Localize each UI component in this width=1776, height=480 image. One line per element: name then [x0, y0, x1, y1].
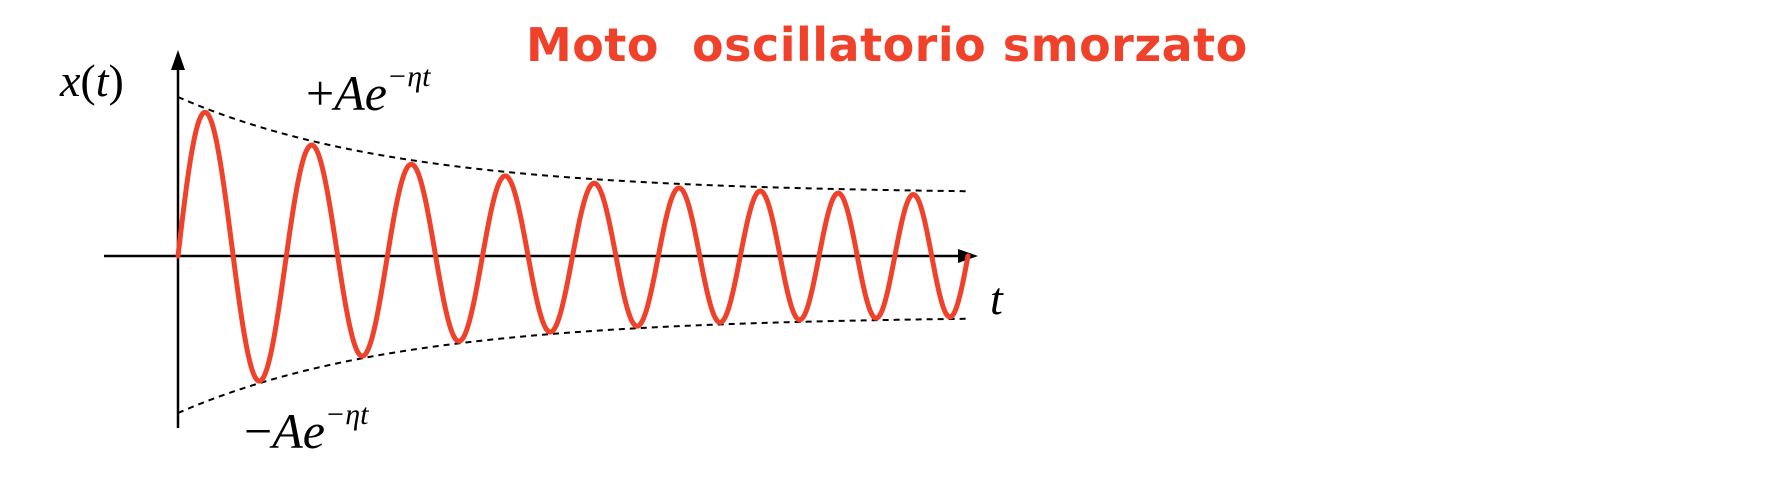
damped-oscillation-curve — [175, 109, 971, 384]
lower-envelope — [177, 317, 970, 414]
x-axis-label: t — [990, 273, 1004, 324]
y-axis-arrowhead — [171, 50, 185, 70]
slide-title: Moto oscillatorio smorzato — [526, 18, 1248, 72]
upper-envelope-label: +Ae−ηt — [306, 60, 431, 121]
lower-envelope-label: −Ae−ηt — [244, 398, 369, 459]
y-axis-label: x(t) — [59, 55, 124, 106]
